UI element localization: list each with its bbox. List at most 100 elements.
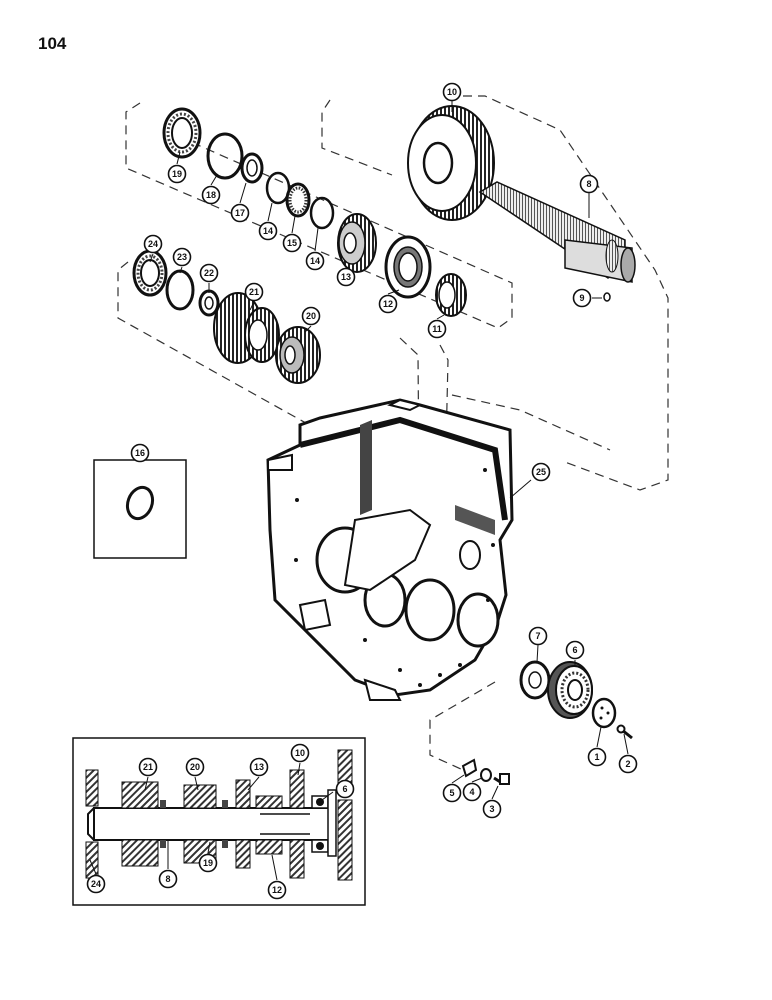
- bushing-22: [198, 289, 220, 317]
- callout-circle: [158, 869, 178, 889]
- snap-ring-23: [165, 269, 195, 311]
- callout-c14b: 14: [305, 251, 325, 271]
- callout-circle: [531, 462, 551, 482]
- callout-s19: 19: [198, 853, 218, 873]
- callout-c6: 6: [565, 640, 585, 660]
- callout-number: 4: [469, 787, 474, 797]
- gear-13: [337, 213, 377, 273]
- callout-c20: 20: [301, 306, 321, 326]
- page-number: 104: [38, 34, 67, 53]
- leader-lines: [89, 101, 629, 881]
- callout-c7: 7: [528, 626, 548, 646]
- callout-number: 13: [341, 272, 351, 282]
- callout-circle: [249, 757, 269, 777]
- callout-circle: [198, 853, 218, 873]
- callout-circle: [138, 757, 158, 777]
- callout-circle: [258, 221, 278, 241]
- callout-labels: 1234567891011121314141516171819202122232…: [86, 82, 638, 900]
- callout-number: 10: [447, 87, 457, 97]
- callout-circle: [335, 779, 355, 799]
- housing-25: [266, 398, 514, 701]
- callout-circle: [201, 185, 221, 205]
- callout-number: 20: [190, 762, 200, 772]
- cluster-gear-21: [213, 292, 280, 364]
- callout-number: 16: [135, 448, 145, 458]
- callout-s20: 20: [185, 757, 205, 777]
- inset-box-16: [93, 459, 187, 559]
- callout-circle: [572, 288, 592, 308]
- callout-circle: [290, 743, 310, 763]
- collar-12: [384, 235, 432, 299]
- bearing-6: [547, 661, 593, 719]
- callout-circle: [143, 234, 163, 254]
- callout-c8: 8: [579, 174, 599, 194]
- callout-number: 20: [306, 311, 316, 321]
- snap-ring-18: [206, 132, 244, 180]
- callout-circle: [301, 306, 321, 326]
- callout-s12: 12: [267, 880, 287, 900]
- callout-circle: [305, 251, 325, 271]
- callout-number: 12: [272, 885, 282, 895]
- callout-circle: [267, 880, 287, 900]
- callout-number: 18: [206, 190, 216, 200]
- pin-9: [603, 292, 611, 302]
- callout-circle: [528, 626, 548, 646]
- callout-circle: [244, 282, 264, 302]
- lock-plate-5: [461, 758, 478, 778]
- callout-c17: 17: [230, 203, 250, 223]
- callout-number: 23: [177, 252, 187, 262]
- callout-c1: 1: [587, 747, 607, 767]
- bearing-24: [132, 249, 168, 297]
- callout-c16: 16: [130, 443, 150, 463]
- callout-circle: [86, 874, 106, 894]
- callout-s13: 13: [249, 757, 269, 777]
- callout-c13: 13: [336, 267, 356, 287]
- callout-circle: [618, 754, 638, 774]
- callout-circle: [462, 782, 482, 802]
- callout-c10: 10: [442, 82, 462, 102]
- callout-c18: 18: [201, 185, 221, 205]
- callout-c3: 3: [482, 799, 502, 819]
- needle-bearing-15: [285, 182, 311, 218]
- callout-circle: [172, 247, 192, 267]
- callout-c25: 25: [531, 462, 551, 482]
- callout-number: 7: [535, 631, 540, 641]
- callout-s6: 6: [335, 779, 355, 799]
- callout-c9: 9: [572, 288, 592, 308]
- callout-s24: 24: [86, 874, 106, 894]
- callout-circle: [427, 319, 447, 339]
- callout-number: 1: [594, 752, 599, 762]
- screw-2: [616, 724, 633, 740]
- callout-circle: [185, 757, 205, 777]
- callout-number: 3: [489, 804, 494, 814]
- callout-circle: [199, 263, 219, 283]
- callout-number: 8: [165, 874, 170, 884]
- callout-c22: 22: [199, 263, 219, 283]
- callout-number: 19: [172, 169, 182, 179]
- callout-circle: [442, 82, 462, 102]
- callout-c15: 15: [282, 233, 302, 253]
- callout-circle: [565, 640, 585, 660]
- callout-c24: 24: [143, 234, 163, 254]
- callout-s8: 8: [158, 869, 178, 889]
- callout-number: 24: [91, 879, 101, 889]
- callout-number: 15: [287, 238, 297, 248]
- callout-number: 19: [203, 858, 213, 868]
- callout-number: 10: [295, 748, 305, 758]
- hub-11: [435, 273, 467, 317]
- bearing-19: [162, 107, 202, 159]
- callout-number: 12: [383, 299, 393, 309]
- callout-circle: [282, 233, 302, 253]
- washer-14b: [309, 196, 335, 230]
- callout-circle: [579, 174, 599, 194]
- callout-number: 9: [579, 293, 584, 303]
- callout-number: 6: [572, 645, 577, 655]
- callout-circle: [482, 799, 502, 819]
- callout-circle: [230, 203, 250, 223]
- callout-number: 24: [148, 239, 158, 249]
- callout-number: 14: [310, 256, 320, 266]
- callout-c2: 2: [618, 754, 638, 774]
- bolt-3: [493, 773, 510, 785]
- callout-circle: [130, 443, 150, 463]
